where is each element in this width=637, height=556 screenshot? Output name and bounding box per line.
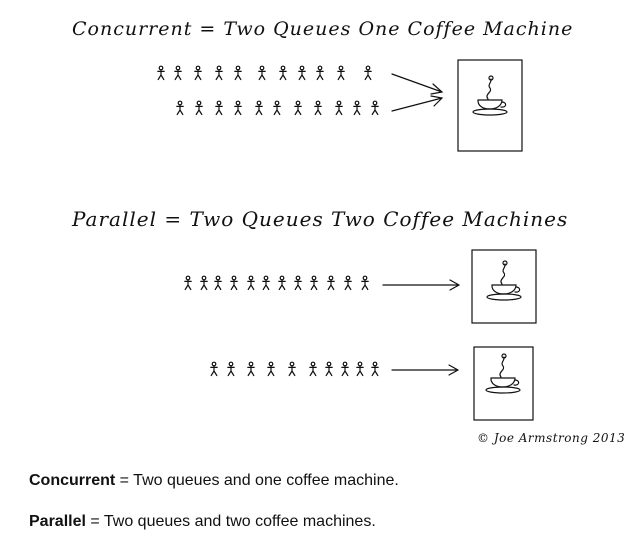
parallel-caption: Parallel = Two queues and two coffee mac…: [29, 513, 376, 531]
concurrent-queue-2: [176, 100, 379, 116]
arrow-icon: [382, 279, 461, 291]
parallel-heading: Parallel = Two Queues Two Coffee Machine…: [72, 207, 569, 231]
coffee-machine-icon: [473, 346, 534, 421]
parallel-description: = Two queues and two coffee machines.: [85, 513, 376, 530]
parallel-queue-2: [210, 361, 379, 377]
parallel-term: Parallel: [29, 513, 86, 530]
parallel-queue-1: [184, 275, 369, 291]
concurrency-diagram: [157, 59, 537, 421]
concurrent-caption: Concurrent = Two queues and one coffee m…: [29, 472, 399, 490]
arrow-icon: [391, 364, 460, 376]
arrow-icon: [391, 73, 444, 95]
concurrent-queue-1: [157, 65, 372, 81]
concurrent-heading: Concurrent = Two Queues One Coffee Machi…: [72, 18, 574, 40]
coffee-machine-icon: [471, 249, 537, 324]
coffee-machine-icon: [457, 59, 523, 152]
concurrent-description: = Two queues and one coffee machine.: [115, 472, 399, 489]
credit-text: © Joe Armstrong 2013: [477, 431, 626, 445]
arrow-icon: [391, 95, 444, 112]
concurrent-term: Concurrent: [29, 472, 116, 489]
